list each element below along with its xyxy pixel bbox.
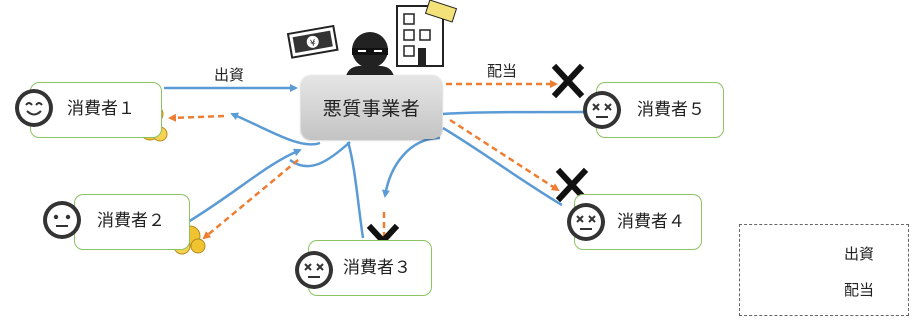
legend-dividend-label: 配当 — [844, 281, 875, 299]
investment-arrow-5 — [442, 110, 585, 116]
dividend-edge-label: 配当 — [487, 62, 518, 80]
dividend-arrow-1 — [168, 113, 225, 122]
return-arrow-1 — [230, 112, 321, 146]
cross-mark-icon — [551, 63, 585, 99]
dizzy-face-icon — [567, 203, 605, 241]
investment-arrow-2 — [187, 148, 302, 224]
investment-arrow-3 — [346, 141, 365, 239]
consumer-2-label: 消費者２ — [97, 211, 165, 231]
return-arrow-3 — [289, 141, 351, 168]
consumer-3-label: 消費者３ — [343, 258, 411, 278]
building-icon — [396, 0, 458, 67]
consumer-5-label: 消費者５ — [637, 100, 705, 120]
consumer-1-label: 消費者１ — [67, 99, 135, 119]
consumer-4-label: 消費者４ — [617, 212, 685, 232]
money-bundle-icon: ¥ — [286, 24, 339, 59]
smiling-face-icon — [15, 89, 53, 127]
investment-edge-label: 出資 — [214, 66, 245, 84]
consumer-5-box: 消費者５ — [596, 82, 724, 138]
dividend-arrow-4 — [449, 118, 560, 192]
neutral-face-icon — [43, 201, 81, 239]
thief-icon — [346, 32, 394, 76]
return-arrow-4 — [382, 136, 441, 198]
dizzy-face-icon — [295, 251, 333, 289]
legend-investment-label: 出資 — [844, 245, 875, 263]
cross-mark-icon — [555, 167, 589, 203]
investment-arrow-4 — [442, 126, 563, 207]
legend: 出資 配当 — [739, 224, 909, 316]
consumer-2-box: 消費者２ — [74, 194, 190, 250]
dizzy-face-icon — [583, 91, 621, 129]
center-node: 悪質事業者 — [301, 75, 442, 139]
svg-text:¥: ¥ — [309, 38, 317, 49]
dividend-arrow-2 — [202, 159, 299, 240]
